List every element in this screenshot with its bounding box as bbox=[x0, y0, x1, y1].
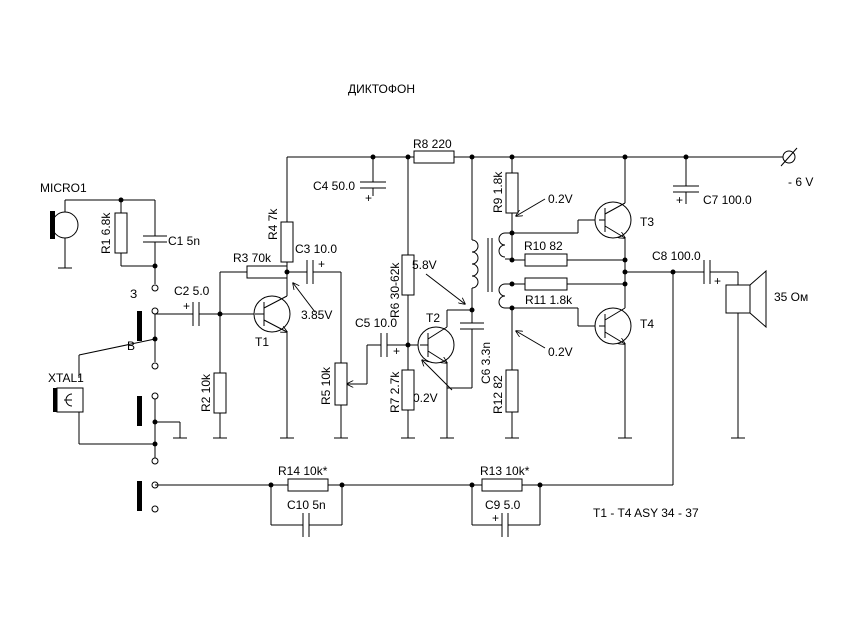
capacitor-c5-polarity: + bbox=[393, 344, 400, 358]
voltage-t4-base-label: 0.2V bbox=[548, 345, 573, 359]
resistor-r14-label: R14 10k* bbox=[278, 464, 328, 478]
crystal-pickup: XTAL1 bbox=[48, 371, 84, 413]
resistor-r7: R7 2.7k bbox=[388, 345, 415, 439]
transistor-note: T1 - T4 ASY 34 - 37 bbox=[593, 506, 699, 520]
feedback-network bbox=[155, 272, 674, 488]
resistor-r4: R4 7k bbox=[266, 157, 294, 272]
supply-label: - 6 V bbox=[788, 175, 813, 189]
resistor-r3-label: R3 70k bbox=[233, 251, 272, 265]
capacitor-c1-label: C1 5n bbox=[168, 234, 200, 248]
resistor-r1-label: R1 6.8k bbox=[99, 212, 113, 254]
resistor-r9: R9 1.8k bbox=[491, 157, 519, 263]
resistor-r6: R6 30-62k bbox=[388, 157, 415, 345]
voltage-t2-collector-label: 5.8V bbox=[412, 258, 437, 272]
voltage-t2-emitter-label: 0.2V bbox=[413, 391, 438, 405]
capacitor-c2-polarity: + bbox=[183, 299, 190, 313]
capacitor-c4: + C4 50.0 bbox=[313, 157, 386, 205]
transistor-t2: T2 bbox=[417, 311, 455, 363]
voltage-t3-base: 0.2V bbox=[516, 192, 573, 216]
capacitor-c1: C1 5n bbox=[143, 200, 200, 284]
capacitor-c8: + C8 100.0 bbox=[652, 249, 738, 288]
capacitor-c7-polarity: + bbox=[676, 193, 683, 207]
resistor-r13: R13 10k* bbox=[480, 464, 530, 492]
voltage-t2-collector: 5.8V bbox=[412, 258, 465, 304]
resistor-r4-label: R4 7k bbox=[266, 208, 280, 240]
voltage-t1-collector: 3.85V bbox=[293, 283, 332, 322]
resistor-r10-label: R10 82 bbox=[524, 239, 563, 253]
resistor-r2: R2 10k bbox=[199, 314, 227, 439]
transistor-t4-label: T4 bbox=[640, 317, 654, 331]
capacitor-c3: + C3 10.0 bbox=[287, 242, 341, 284]
capacitor-c8-label: C8 100.0 bbox=[652, 249, 701, 263]
resistor-r10: R10 82 bbox=[512, 239, 628, 267]
capacitor-c10: C10 5n bbox=[270, 485, 343, 537]
capacitor-c2: + C2 5.0 bbox=[174, 284, 255, 326]
resistor-r8: R8 220 bbox=[413, 137, 455, 164]
crystal-pickup-label: XTAL1 bbox=[48, 371, 84, 385]
resistor-r6-label: R6 30-62k bbox=[388, 262, 402, 318]
speaker-label: 35 Ом bbox=[774, 290, 808, 304]
transistor-t3-label: T3 bbox=[640, 215, 654, 229]
capacitor-c7: + C7 100.0 bbox=[673, 157, 752, 207]
capacitor-c10-label: C10 5n bbox=[287, 498, 326, 512]
capacitor-c5: + C5 10.0 bbox=[355, 316, 420, 358]
resistor-r12-label: R12 82 bbox=[491, 375, 505, 414]
transistor-t2-label: T2 bbox=[426, 311, 440, 325]
resistor-r7-label: R7 2.7k bbox=[388, 371, 402, 413]
mode-switch: З В bbox=[78, 284, 187, 513]
resistor-r13-label: R13 10k* bbox=[480, 464, 530, 478]
capacitor-c2-label: C2 5.0 bbox=[174, 284, 210, 298]
voltage-t2-emitter: 0.2V bbox=[413, 360, 453, 405]
capacitor-c9-label: C9 5.0 bbox=[485, 498, 521, 512]
diagram-title: ДИКТОФОН bbox=[348, 82, 415, 96]
capacitor-c4-polarity: + bbox=[365, 191, 372, 205]
potentiometer-r5-label: R5 10k bbox=[319, 366, 333, 405]
resistor-r8-label: R8 220 bbox=[413, 137, 452, 151]
capacitor-c9-polarity: + bbox=[492, 511, 499, 525]
capacitor-c5-label: C5 10.0 bbox=[355, 316, 397, 330]
microphone-label: MICRO1 bbox=[40, 181, 87, 195]
transistor-t3: T3 bbox=[594, 201, 654, 238]
resistor-r3: R3 70k bbox=[219, 251, 288, 314]
supply-rail bbox=[287, 154, 783, 160]
supply-terminal: - 6 V bbox=[780, 147, 813, 189]
capacitor-c6-label: C6 3.3n bbox=[479, 342, 493, 384]
transistor-t1-label: T1 bbox=[255, 335, 269, 349]
capacitor-c9: + C9 5.0 bbox=[471, 485, 541, 537]
capacitor-c6: C6 3.3n bbox=[447, 310, 493, 389]
potentiometer-r5: R5 10k bbox=[319, 272, 368, 439]
resistor-r1: R1 6.8k bbox=[99, 197, 155, 267]
speaker: 35 Ом bbox=[725, 269, 808, 439]
capacitor-c3-label: C3 10.0 bbox=[295, 242, 337, 256]
resistor-r11: R11 1.8k bbox=[509, 277, 628, 307]
output-transformer bbox=[471, 157, 512, 310]
resistor-r9-label: R9 1.8k bbox=[491, 171, 505, 213]
switch-label-record: З bbox=[130, 287, 137, 301]
transistor-t4: T4 bbox=[594, 307, 654, 344]
voltage-t3-base-label: 0.2V bbox=[548, 192, 573, 206]
microphone: MICRO1 bbox=[40, 181, 155, 269]
capacitor-c4-label: C4 50.0 bbox=[313, 179, 355, 193]
transistor-t1: T1 bbox=[253, 295, 291, 349]
voltage-t1-collector-label: 3.85V bbox=[301, 308, 332, 322]
resistor-r12: R12 82 bbox=[491, 308, 519, 439]
resistor-r11-label: R11 1.8k bbox=[525, 293, 573, 307]
resistor-r2-label: R2 10k bbox=[199, 373, 213, 412]
capacitor-c7-label: C7 100.0 bbox=[703, 193, 752, 207]
capacitor-c8-polarity: + bbox=[714, 274, 721, 288]
capacitor-c3-polarity: + bbox=[318, 257, 325, 271]
voltage-t4-base: 0.2V bbox=[516, 331, 573, 359]
switch-label-playback: В bbox=[127, 339, 135, 353]
resistor-r14: R14 10k* bbox=[278, 464, 329, 492]
